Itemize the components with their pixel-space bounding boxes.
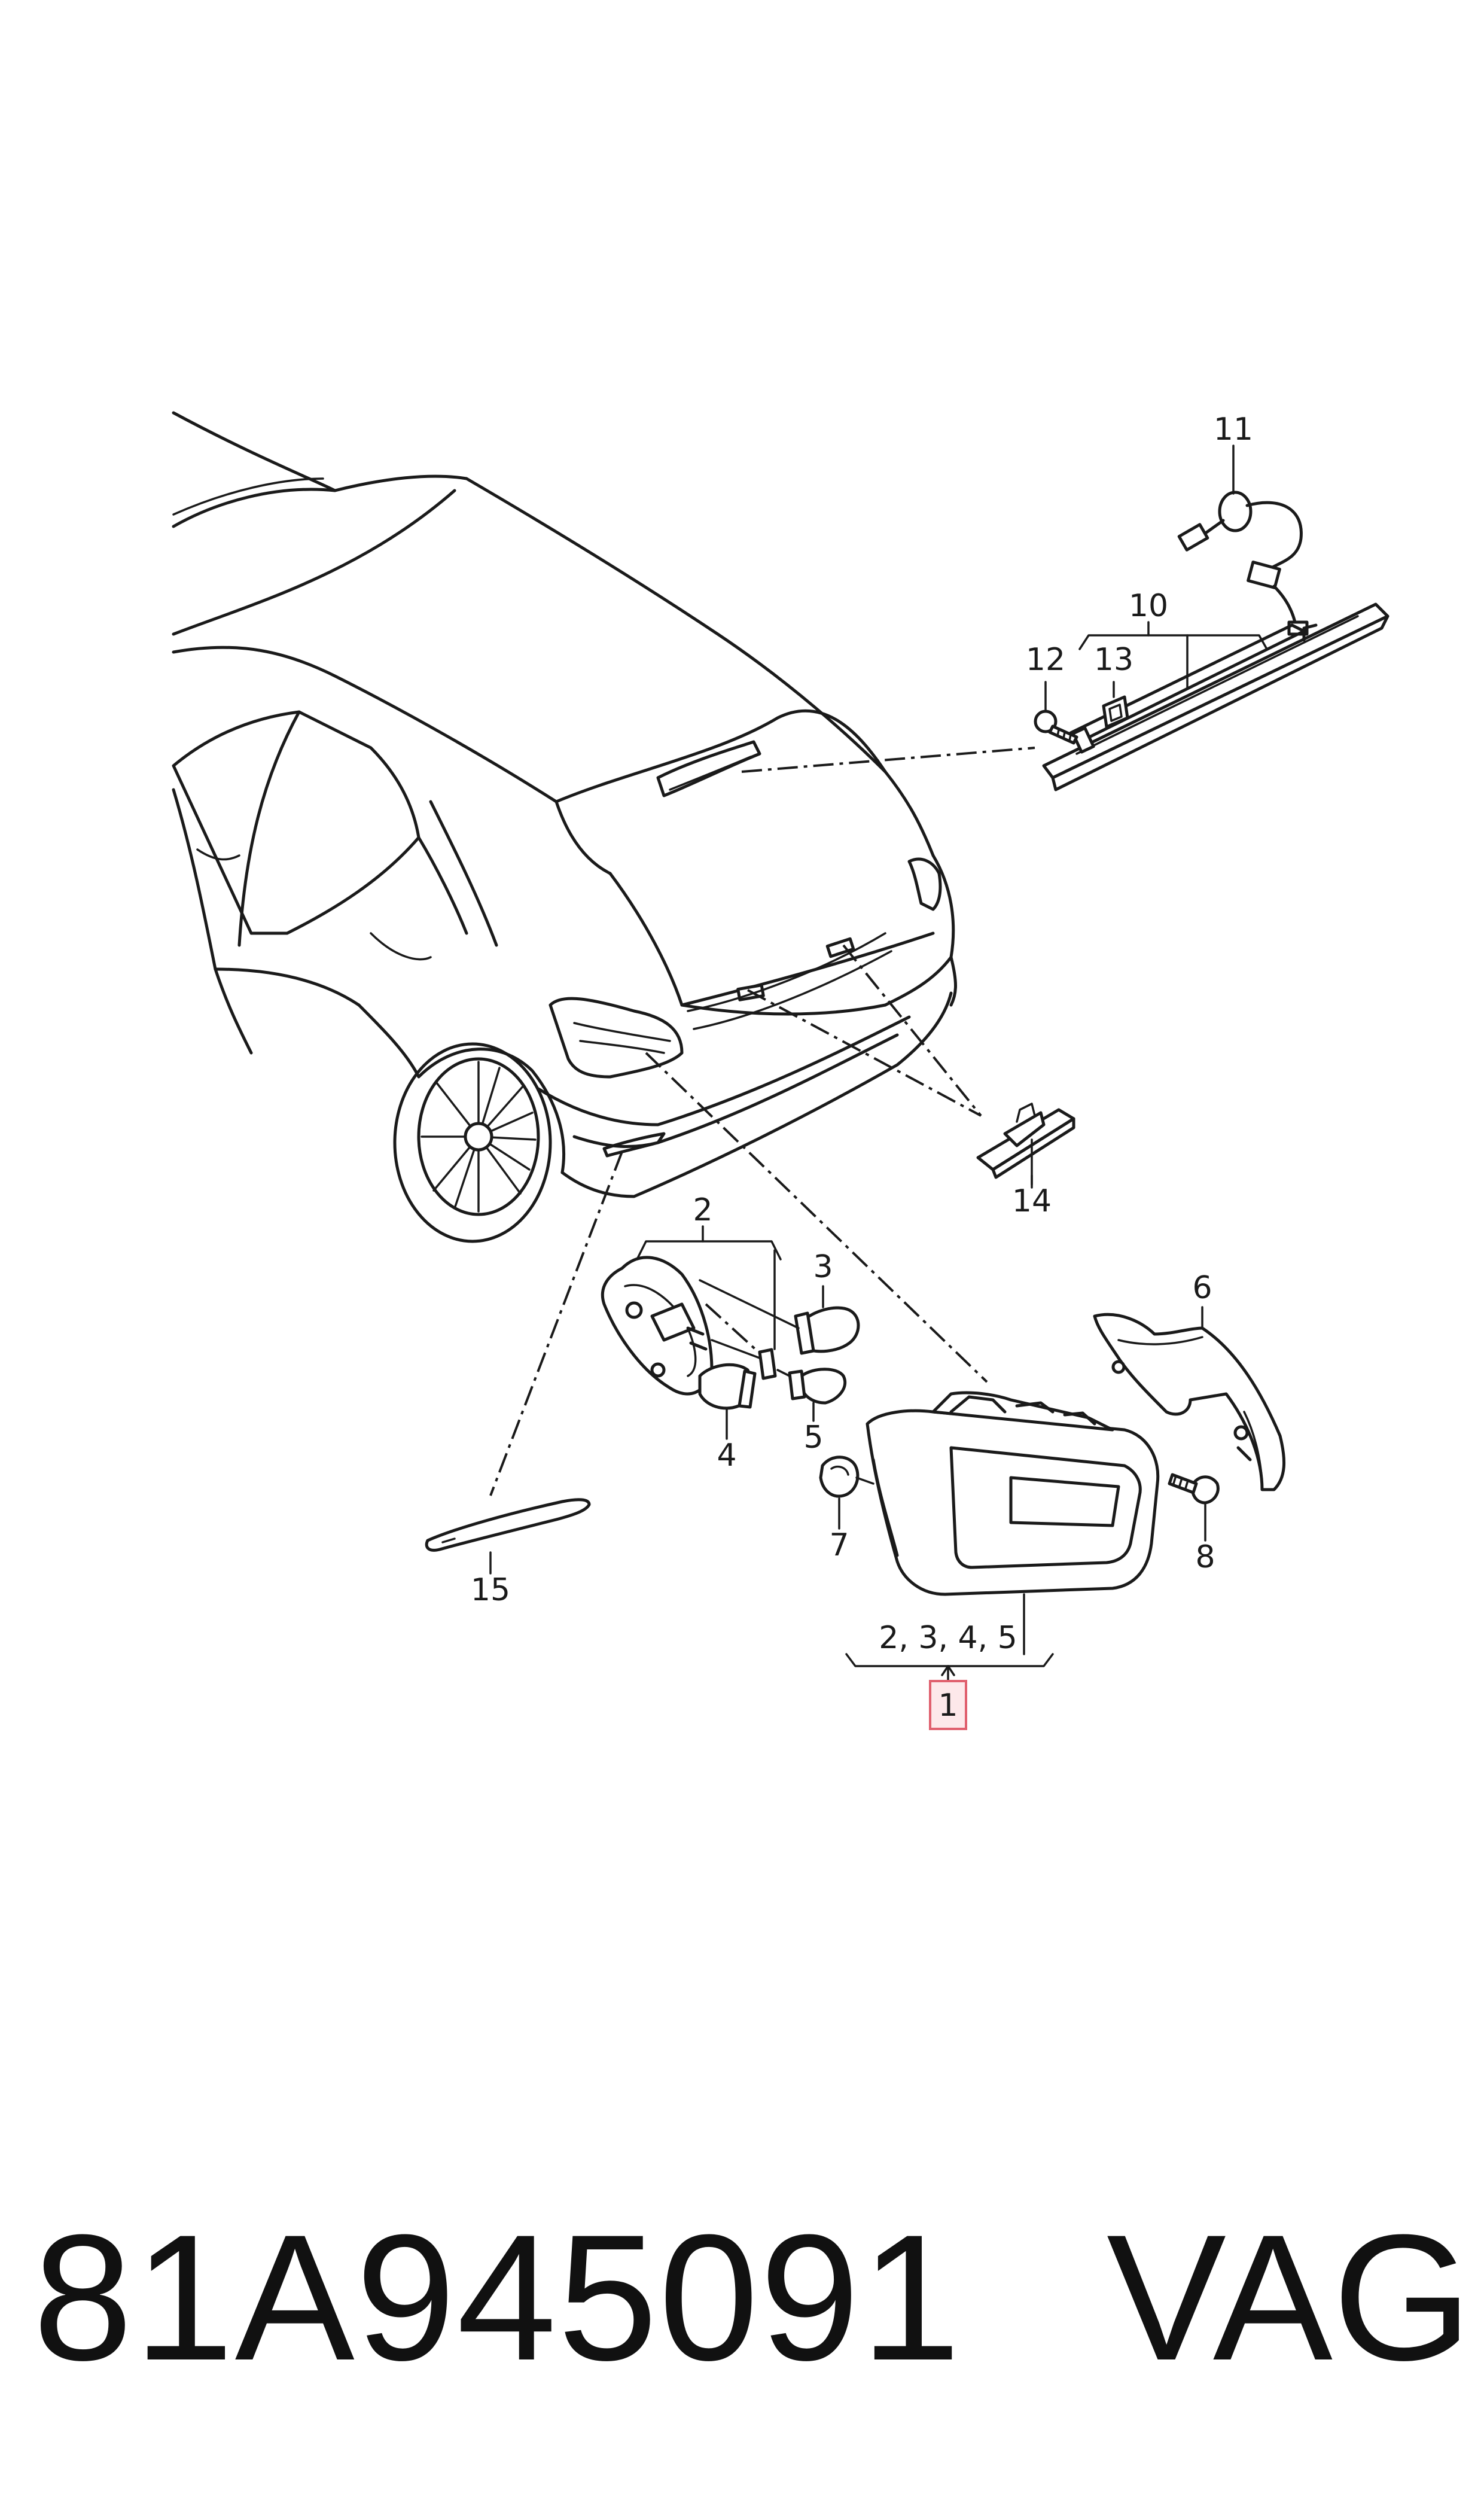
callout-labels: 11 10 12 13 14 2 3 6 5 4 7 8 15 2, 3, 4,… (471, 412, 1253, 1730)
callout-8: 8 (1195, 1539, 1215, 1575)
leader-lines (489, 747, 1035, 1496)
callout-5: 5 (803, 1420, 823, 1456)
part-cover-panel (1093, 1313, 1286, 1491)
callout-14: 14 (1012, 1183, 1052, 1219)
callout-13: 13 (1094, 642, 1133, 678)
car-rear-view (172, 411, 957, 1243)
part-bulb-4 (698, 1363, 757, 1410)
part-clip-13 (1102, 695, 1129, 729)
part-high-brake-light (1042, 602, 1389, 791)
brand-text: VAG (1107, 2197, 1473, 2398)
callout-6: 6 (1192, 1270, 1212, 1306)
part-bulb-5 (711, 1339, 847, 1405)
callout-2: 2 (693, 1192, 712, 1228)
callout-11: 11 (1214, 412, 1253, 447)
part-reflector (425, 1498, 591, 1552)
callout-1: 1 (938, 1688, 958, 1724)
part-bolt (1168, 1473, 1220, 1505)
callout-4: 4 (717, 1438, 736, 1473)
callout-1-highlight (929, 1680, 967, 1730)
part-number-text: 81A945091 (33, 2197, 962, 2398)
part-screw-12 (1034, 710, 1078, 745)
part-tail-light (866, 1391, 1160, 1596)
callout-12: 12 (1026, 642, 1065, 678)
part-bulb-holder (601, 1256, 714, 1396)
part-wiring-harness (1177, 491, 1309, 636)
callout-7: 7 (829, 1527, 849, 1563)
part-grommet (819, 1456, 874, 1498)
callout-leaders (489, 444, 1268, 1682)
callout-15: 15 (471, 1572, 510, 1608)
callout-3: 3 (813, 1249, 833, 1285)
part-bulb-3 (699, 1279, 860, 1355)
callout-10: 10 (1129, 588, 1168, 624)
part-license-plate-lamp (976, 1103, 1075, 1179)
callout-kit: 2, 3, 4, 5 (879, 1620, 1017, 1656)
